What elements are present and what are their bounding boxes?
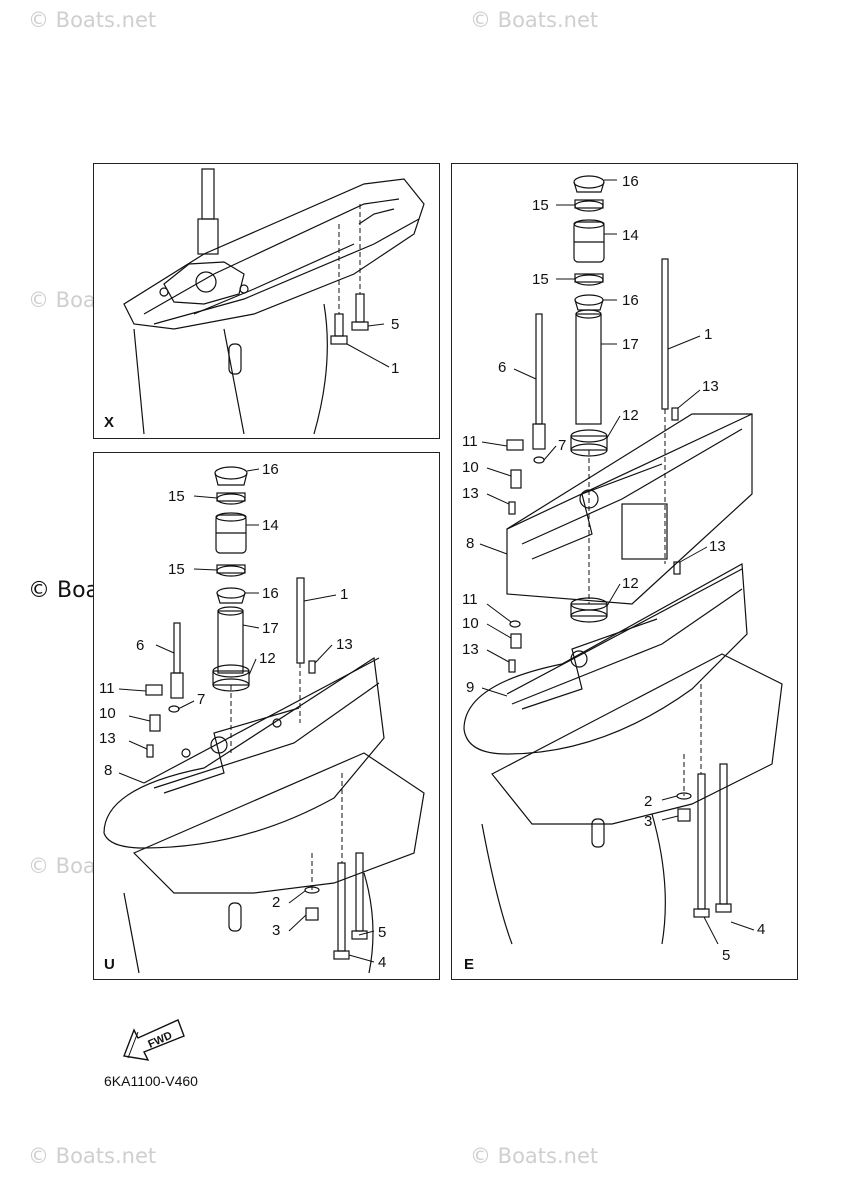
callout-label: 9 — [466, 679, 474, 696]
callout-label: 3 — [644, 813, 652, 830]
callout-label: 14 — [262, 517, 279, 534]
callout-label: 7 — [558, 437, 566, 454]
callout-label: 12 — [622, 407, 639, 424]
callout-label: 1 — [340, 586, 348, 603]
callout-label: 1 — [391, 360, 399, 377]
callout-label: 1 — [704, 326, 712, 343]
diagram-code: 6KA1100-V460 — [104, 1073, 198, 1089]
callout-label: 10 — [462, 615, 479, 632]
watermark: © Boats.net — [28, 8, 157, 32]
callout-label: 15 — [532, 197, 549, 214]
watermark: © Boats.net — [28, 1144, 157, 1168]
callout-label: 2 — [644, 793, 652, 810]
callout-label: 13 — [462, 641, 479, 658]
panel-x: 5 1 X — [93, 163, 440, 439]
callout-label: 14 — [622, 227, 639, 244]
callout-label: 16 — [262, 585, 279, 602]
callout-label: 8 — [104, 762, 112, 779]
callout-label: 11 — [99, 680, 115, 697]
panel-u-tag: U — [104, 956, 115, 973]
callout-label: 10 — [99, 705, 116, 722]
callout-label: 3 — [272, 922, 280, 939]
callout-label: 16 — [262, 461, 279, 478]
callout-label: 17 — [622, 336, 639, 353]
panel-x-tag: X — [104, 414, 114, 431]
callout-label: 15 — [168, 561, 185, 578]
callout-label: 7 — [197, 691, 205, 708]
callout-label: 5 — [722, 947, 730, 964]
callout-label: 2 — [272, 894, 280, 911]
callout-label: 6 — [498, 359, 506, 376]
callout-label: 4 — [378, 954, 386, 971]
callout-label: 12 — [622, 575, 639, 592]
panel-e-tag: E — [464, 956, 474, 973]
panel-x-drawing: 5 1 X — [104, 168, 425, 435]
callout-label: 16 — [622, 292, 639, 309]
callout-label: 11 — [462, 433, 478, 450]
callout-label: 5 — [378, 924, 386, 941]
callout-label: 6 — [136, 637, 144, 654]
callout-label: 13 — [462, 485, 479, 502]
callout-label: 13 — [702, 378, 719, 395]
callout-label: 13 — [336, 636, 353, 653]
callout-label: 11 — [462, 591, 478, 608]
callout-label: 17 — [262, 620, 279, 637]
callout-label: 15 — [168, 488, 185, 505]
callout-label: 13 — [709, 538, 726, 555]
callout-label: 5 — [391, 316, 399, 333]
panel-u: 16 15 14 15 16 1 17 6 12 13 11 7 10 13 8… — [93, 452, 440, 980]
panel-e: 16 15 14 15 16 1 17 6 13 12 11 7 10 13 8… — [451, 163, 798, 980]
callout-label: 12 — [259, 650, 276, 667]
callout-label: 13 — [99, 730, 116, 747]
callout-label: 15 — [532, 271, 549, 288]
panel-e-drawing: 16 15 14 15 16 1 17 6 13 12 11 7 10 13 8… — [462, 173, 783, 973]
fwd-arrow-icon: FWD — [123, 1019, 185, 1061]
callout-label: 10 — [462, 459, 479, 476]
watermark: © Boats.net — [470, 8, 599, 32]
panel-u-drawing: 16 15 14 15 16 1 17 6 12 13 11 7 10 13 8… — [99, 461, 425, 974]
callout-label: 8 — [466, 535, 474, 552]
watermark: © Boats.net — [470, 1144, 599, 1168]
callout-label: 4 — [757, 921, 765, 938]
callout-label: 16 — [622, 173, 639, 190]
